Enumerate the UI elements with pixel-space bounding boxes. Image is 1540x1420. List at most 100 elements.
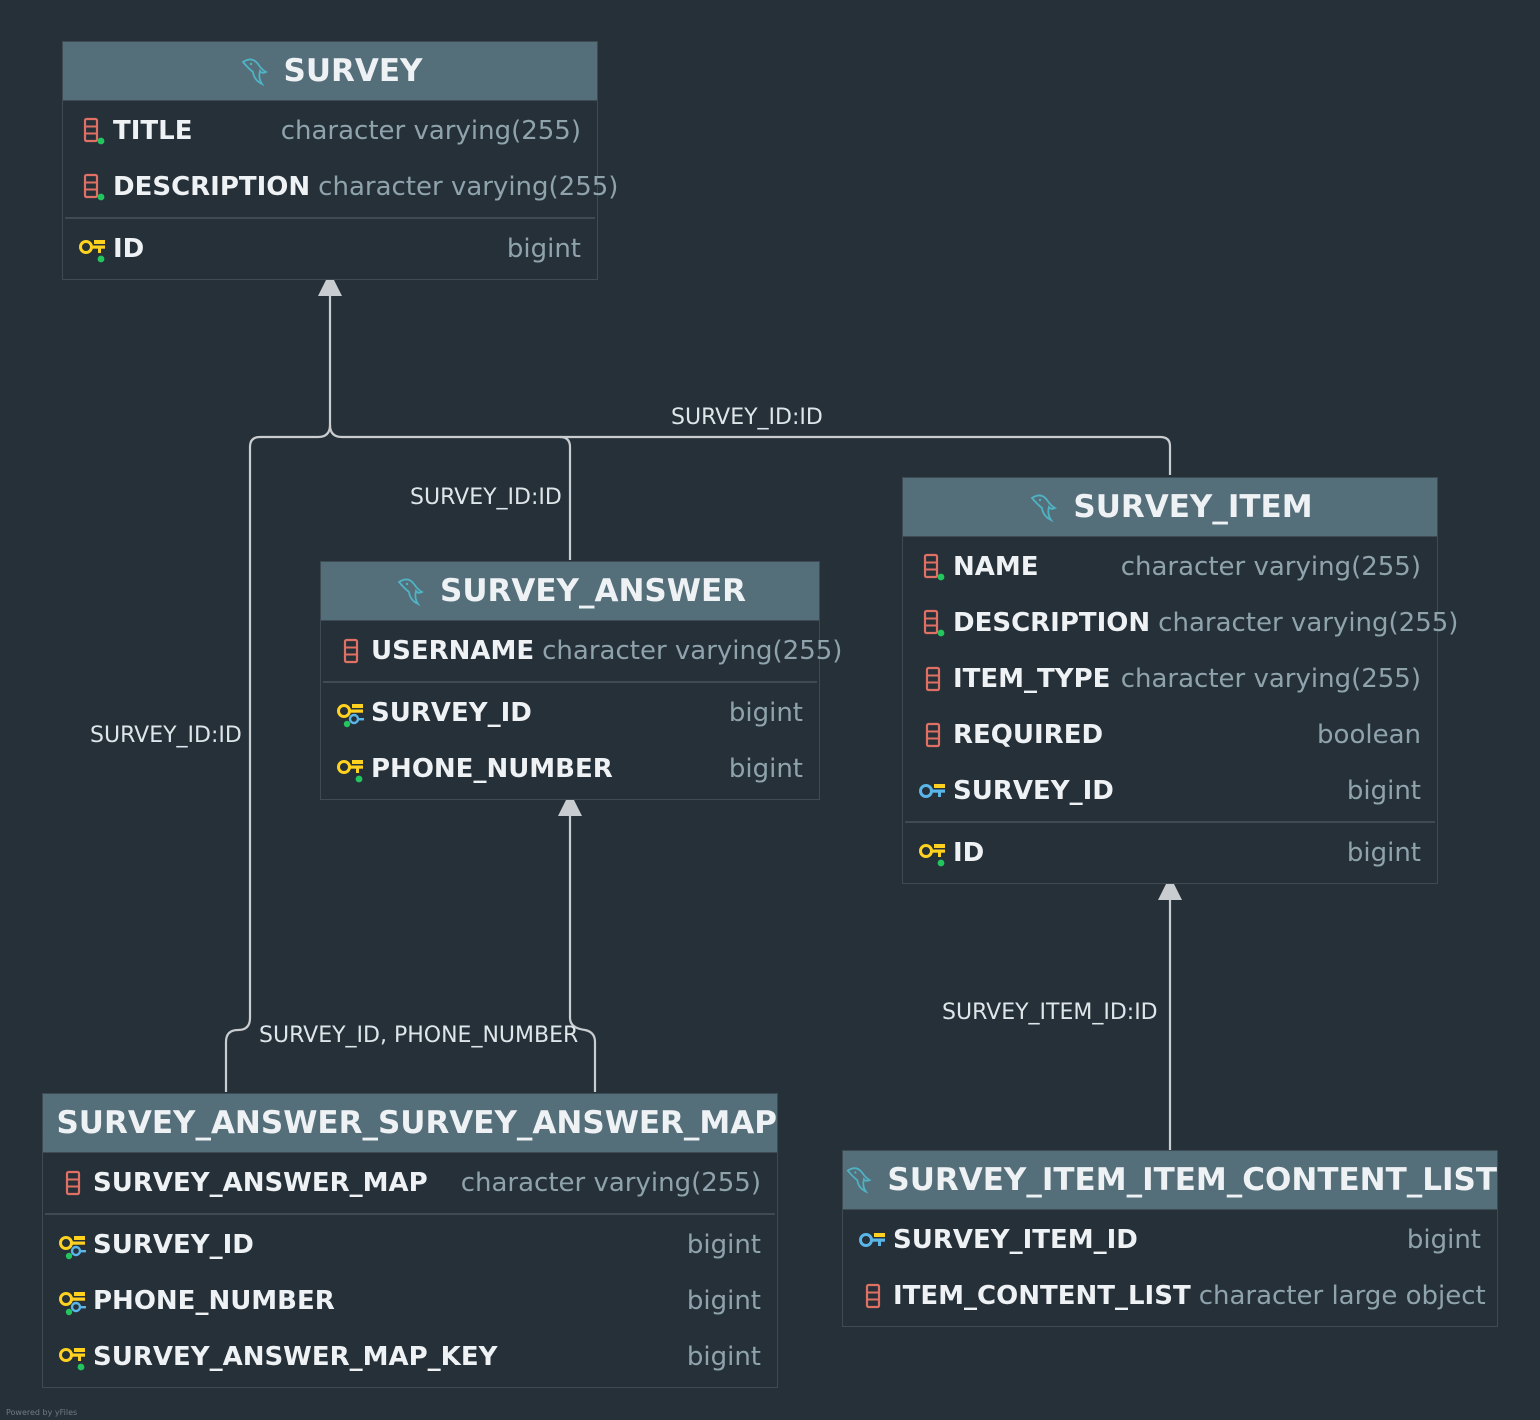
column-type: bigint [1346,776,1421,806]
column-type: bigint [686,1342,761,1372]
section-divider [65,217,595,219]
column-notnull-icon [917,551,949,583]
database-table-icon [394,574,428,608]
column-type: character varying(255) [1120,552,1421,582]
column-icon [57,1167,89,1199]
table-name: SURVEY_ITEM [1073,489,1313,525]
column-type: bigint [1406,1225,1481,1255]
column-name: PHONE_NUMBER [93,1286,335,1316]
column-row[interactable]: NAME character varying(255) [903,539,1437,595]
section-divider [905,821,1435,823]
column-name: ITEM_TYPE [953,664,1111,694]
column-name: USERNAME [371,636,535,666]
columns-section: SURVEY_ANSWER_MAP character varying(255) [43,1153,777,1213]
column-type: bigint [728,754,803,784]
edge-map-to-survey [224,424,332,1092]
arrowhead-answer [558,792,582,816]
edge-map-to-answer [568,816,597,1092]
column-row[interactable]: SURVEY_ITEM_ID bigint [843,1212,1497,1268]
primary-foreign-key-icon [335,697,367,729]
column-row[interactable]: SURVEY_ANSWER_MAP character varying(255) [43,1155,777,1211]
column-type: character large object [1198,1281,1486,1311]
column-notnull-icon [77,115,109,147]
edge-label-map-survey: SURVEY_ID:ID [90,723,242,748]
column-type: bigint [506,234,581,264]
column-name: DESCRIPTION [113,172,311,202]
column-type: bigint [686,1230,761,1260]
table-header[interactable]: SURVEY_ANSWER [321,562,819,621]
primary-key-icon [77,233,109,265]
column-name: SURVEY_ANSWER_MAP [93,1168,428,1198]
keys-section: ID bigint [903,823,1437,883]
column-name: NAME [953,552,1039,582]
column-name: SURVEY_ID [93,1230,254,1260]
column-type: bigint [1346,838,1421,868]
column-name: SURVEY_ITEM_ID [893,1225,1138,1255]
database-table-icon [43,1106,45,1140]
table-name: SURVEY_ANSWER [440,573,746,609]
table-name: SURVEY [283,53,423,89]
column-name: SURVEY_ID [953,776,1114,806]
table-survey-item[interactable]: SURVEY_ITEM NAME character varying(255) DES… [902,477,1458,884]
powered-by-note: Powered by yFiles [6,1408,78,1417]
column-row[interactable]: SURVEY_ID bigint [321,685,819,741]
column-row[interactable]: SURVEY_ANSWER_MAP_KEY bigint [43,1329,777,1385]
database-table-icon [1027,490,1061,524]
column-icon [917,663,949,695]
primary-foreign-key-icon [57,1229,89,1261]
table-header[interactable]: SURVEY_ANSWER_SURVEY_ANSWER_MAP [43,1094,777,1153]
primary-foreign-key-icon [57,1285,89,1317]
primary-key-icon [917,837,949,869]
column-type: boolean [1317,720,1421,750]
column-type: bigint [728,698,803,728]
column-notnull-icon [77,171,109,203]
column-row[interactable]: PHONE_NUMBER bigint [321,741,819,797]
edge-survey-item-to-survey [328,424,1172,475]
column-row[interactable]: ITEM_TYPE character varying(255) [903,651,1437,707]
column-row[interactable]: SURVEY_ID bigint [903,763,1437,819]
column-name: PHONE_NUMBER [371,754,613,784]
foreign-key-icon [857,1224,889,1256]
column-row[interactable]: PHONE_NUMBER bigint [43,1273,777,1329]
table-header[interactable]: SURVEY_ITEM_ITEM_CONTENT_LIST [843,1151,1497,1210]
column-notnull-icon [917,607,949,639]
table-header[interactable]: SURVEY_ITEM [903,478,1437,537]
column-name: ID [953,838,985,868]
column-row[interactable]: SURVEY_ID bigint [43,1217,777,1273]
arrowhead-survey [318,272,342,296]
arrowhead-survey-item [1158,876,1182,900]
edge-label-answer: SURVEY_ID:ID [410,485,562,510]
section-divider [323,681,817,683]
table-name: SURVEY_ANSWER_SURVEY_ANSWER_MAP [56,1105,777,1141]
column-type: bigint [686,1286,761,1316]
column-type: character varying(255) [1120,664,1421,694]
edge-answer-to-survey [559,435,572,560]
column-type: character varying(255) [542,636,843,666]
table-header[interactable]: SURVEY [63,42,597,101]
column-icon [857,1280,889,1312]
table-survey-answer-survey-answer-map[interactable]: SURVEY_ANSWER_SURVEY_ANSWER_MAP SURVEY_AN… [42,1093,778,1388]
column-name: SURVEY_ANSWER_MAP_KEY [93,1342,498,1372]
column-name: SURVEY_ID [371,698,532,728]
column-name: ITEM_CONTENT_LIST [893,1281,1191,1311]
column-name: TITLE [113,116,193,146]
section-divider [45,1213,775,1215]
column-row[interactable]: ID bigint [903,825,1437,881]
database-table-icon [843,1163,875,1197]
column-type: character varying(255) [460,1168,761,1198]
